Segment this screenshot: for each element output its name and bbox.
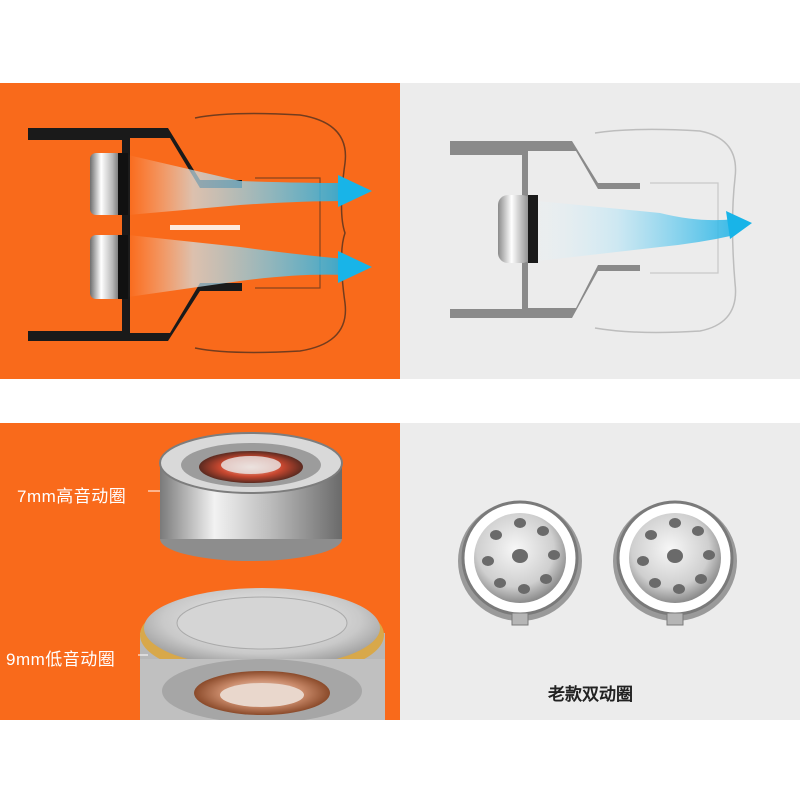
single-driver [498, 195, 532, 263]
single-driver-airflow-diagram [450, 128, 752, 334]
lower-driver [90, 235, 122, 299]
high-driver-7mm [159, 432, 343, 561]
high-driver-label: 7mm高音动圈 [17, 487, 127, 506]
upper-airflow [128, 155, 345, 215]
low-driver-9mm [140, 588, 385, 720]
ear-tip-outline [194, 112, 347, 354]
dual-driver-airflow-diagram [28, 112, 372, 354]
stacked-drivers-panel: 7mm高音动圈 9mm低音动圈 [0, 423, 400, 720]
new-design-airflow-panel [0, 83, 400, 379]
arrow-head [726, 211, 752, 239]
upper-driver [90, 153, 122, 215]
old-driver-right [613, 500, 737, 626]
airflow [538, 201, 735, 261]
old-dual-driver-illustration [458, 500, 737, 626]
old-design-airflow-panel [400, 83, 800, 379]
lower-arrow-head [338, 251, 372, 283]
old-dual-drivers-panel: 老款双动圈 [400, 423, 800, 720]
lower-airflow [128, 235, 345, 297]
old-driver-left [458, 500, 582, 626]
stacked-driver-illustration [138, 432, 385, 720]
upper-arrow-head [338, 175, 372, 207]
old-dual-driver-label: 老款双动圈 [548, 685, 633, 704]
low-driver-label: 9mm低音动圈 [6, 650, 116, 669]
